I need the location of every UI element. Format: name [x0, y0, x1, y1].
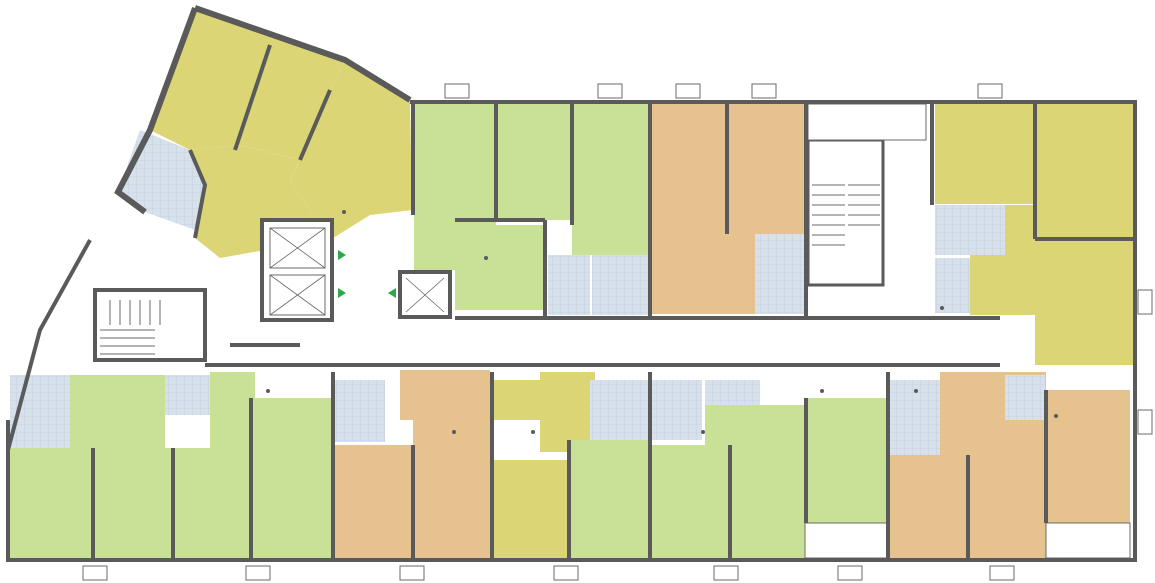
room-to-3	[705, 234, 755, 314]
unit-bottom-green-w	[8, 372, 331, 558]
room-to-2	[727, 104, 805, 234]
room-ne-3	[1035, 239, 1135, 365]
room-bge-1	[652, 445, 730, 558]
room-bo1-2	[413, 420, 490, 558]
room-boe-2	[968, 455, 1046, 558]
fixture-markers	[266, 210, 1058, 434]
room-bgw-1	[8, 448, 93, 558]
arrow-icon	[338, 288, 346, 298]
room-bgw-5	[70, 375, 165, 448]
bath-ne-2	[935, 258, 970, 313]
room-tg-2	[496, 104, 572, 220]
unit-ne-yellow	[935, 104, 1135, 365]
room-bo1-1	[335, 445, 413, 558]
stair-west	[93, 288, 207, 362]
bath-bge-2	[705, 380, 760, 405]
room-bgw-4	[251, 398, 331, 558]
room-bgw-3	[173, 448, 251, 558]
bath-bgm	[590, 380, 648, 440]
bath-bo1	[335, 380, 385, 442]
arrow-icon	[338, 250, 346, 260]
unit-top-orange	[652, 104, 805, 314]
window-markers	[82, 83, 1153, 581]
room-tg-5	[572, 210, 648, 255]
room-tg-4	[455, 225, 545, 310]
balcony-boe	[1045, 522, 1131, 559]
room-bgw-6	[210, 372, 255, 448]
arrow-icon	[388, 288, 396, 298]
unit-bottom-green-e	[652, 380, 888, 559]
room-bge-3	[805, 398, 887, 523]
room-nw-2	[290, 60, 412, 240]
bath-ne-1	[935, 205, 1005, 255]
room-boe-1	[890, 455, 968, 558]
unit-bottom-yellow	[445, 372, 595, 558]
unit-bottom-orange-1	[335, 370, 490, 558]
room-by-3	[540, 372, 595, 452]
room-bge-4	[705, 405, 805, 445]
bath-tg-2	[592, 255, 648, 315]
room-by-1	[494, 460, 568, 558]
room-bgm-1	[570, 440, 648, 558]
unit-bottom-orange-e	[890, 372, 1131, 559]
bath-tg-1	[548, 255, 590, 315]
wall-nw-inner	[188, 44, 332, 239]
wall-nw-outer	[114, 5, 412, 215]
bath-bge-1	[652, 380, 702, 440]
stair-core-top	[806, 103, 927, 287]
bath-boe-2	[1005, 375, 1045, 420]
unit-bottom-green-mid	[570, 380, 648, 558]
room-bge-2	[730, 445, 805, 558]
room-ne-1	[935, 104, 1035, 204]
room-tg-3	[572, 104, 648, 210]
bath-to	[755, 234, 805, 314]
room-boe-3	[1046, 390, 1130, 523]
room-ne-2	[1035, 104, 1135, 239]
balcony-bge	[804, 522, 888, 559]
room-bgw-2	[95, 448, 173, 558]
exterior-walls	[6, 100, 1137, 562]
unit-top-green	[414, 104, 648, 315]
lift-lobby	[260, 218, 452, 322]
bath-bgw-2	[165, 375, 210, 415]
room-by-4	[445, 380, 490, 418]
room-by-2	[494, 380, 544, 420]
